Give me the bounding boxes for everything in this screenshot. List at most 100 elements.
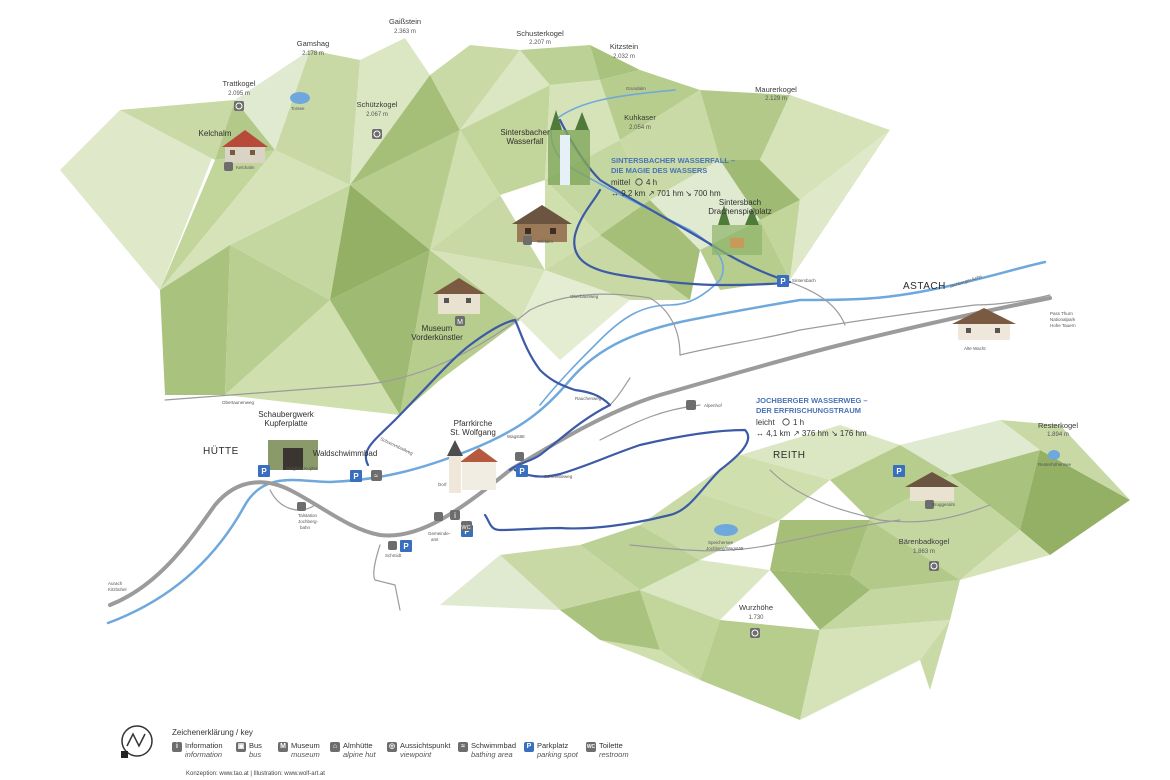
svg-text:P: P bbox=[353, 472, 359, 481]
legend-label-en: information bbox=[185, 750, 223, 759]
svg-text:WC: WC bbox=[461, 525, 470, 531]
wc-icon: WC bbox=[461, 521, 472, 531]
bus-icon bbox=[388, 541, 397, 550]
wagstaett-label: Wagstätt bbox=[507, 434, 525, 439]
northern-mountains bbox=[60, 38, 890, 415]
gemeindeamt-label: Gemeinde- bbox=[428, 531, 451, 536]
trail-waterfall-time: 4 h bbox=[646, 178, 657, 187]
trail-water-descent: ↘ 176 hm bbox=[831, 429, 867, 438]
torsee-label: Torsee bbox=[291, 106, 305, 111]
credit-text: Konzeption: www.tao.at | Illustration: w… bbox=[186, 771, 325, 777]
svg-text:P: P bbox=[896, 467, 902, 476]
oberbaunweg-label: Oberbaunweg bbox=[570, 294, 599, 299]
museum-illustration bbox=[433, 278, 485, 314]
parking-icon[interactable]: P bbox=[400, 540, 412, 552]
museum-label: Museum bbox=[422, 324, 453, 333]
resterhoehe-lake bbox=[1048, 450, 1060, 460]
peak-elev: 2.129 m bbox=[765, 96, 787, 102]
bus-icon bbox=[434, 512, 443, 521]
peak-name: Gamshag bbox=[297, 39, 330, 48]
trail-water-level: leicht bbox=[756, 418, 775, 427]
alpine-hut-icon bbox=[523, 236, 532, 245]
peak-name: Schützkogel bbox=[357, 100, 398, 109]
dorf-label: Dorf bbox=[438, 482, 447, 487]
obertaunenweg-label: Obertaunenweg bbox=[222, 400, 255, 405]
drachenspielplatz-label: Drachenspielplatz bbox=[708, 207, 772, 216]
swimming-icon: ≈ bbox=[371, 470, 382, 481]
svg-text:≈: ≈ bbox=[374, 473, 378, 480]
parking-icon: P bbox=[524, 742, 534, 752]
svg-text:P: P bbox=[403, 542, 409, 551]
parking-icon[interactable]: P bbox=[516, 465, 528, 477]
peak-elev: 2.207 m bbox=[529, 40, 551, 46]
jochberg-bahn-label: Jochberg- bbox=[298, 519, 319, 524]
peak-elev: 2.067 m bbox=[366, 112, 388, 118]
museum-icon: M bbox=[278, 742, 288, 752]
parking-icon[interactable]: P bbox=[777, 275, 789, 287]
swimming-icon: ≈ bbox=[458, 742, 468, 752]
reith-label: REITH bbox=[773, 450, 806, 461]
wasserfall-label: Wasserfall bbox=[506, 137, 543, 146]
info-icon: i bbox=[450, 510, 460, 520]
parking-icon[interactable]: P bbox=[350, 470, 362, 482]
kitzbuehel-label: Kitzbühel bbox=[108, 587, 127, 592]
schaubergwerk-label: Schaubergwerk bbox=[258, 410, 315, 419]
pass-thurn-label: Hohe Tauern bbox=[1050, 323, 1076, 328]
jochberg-bahn-label: Talstation bbox=[298, 513, 318, 518]
jochberg-bahn-label: bahn bbox=[300, 525, 311, 530]
peak-name: Kitzstein bbox=[610, 42, 638, 51]
trail-water-ascent: ↗ 376 hm bbox=[793, 429, 829, 438]
legend-label: Information bbox=[185, 741, 223, 750]
jochberger-ache-label: Jochberger Ache bbox=[949, 274, 983, 289]
kupferplatte-weg-label: Bergbau Kupfer bbox=[286, 466, 318, 471]
schaubergwerk-label: Kupferplatte bbox=[264, 419, 308, 428]
parking-icon[interactable]: P bbox=[893, 465, 905, 477]
svg-text:P: P bbox=[464, 527, 470, 536]
alte-wacht-illustration bbox=[952, 308, 1016, 340]
alte-wacht-label: Alte Wacht bbox=[964, 346, 986, 351]
svg-text:M: M bbox=[457, 319, 463, 326]
trail-waterfall bbox=[364, 318, 612, 472]
torsee-lake bbox=[290, 92, 310, 104]
bruggeralm-illustration bbox=[905, 472, 959, 501]
peak-elev: 1.730 bbox=[748, 615, 764, 621]
peak-elev: 2.363 m bbox=[394, 29, 416, 35]
trail-waterfall-upper bbox=[558, 118, 792, 287]
peak-name: Maurerkogel bbox=[755, 85, 797, 94]
pass-thurn-label: Pass Thurn bbox=[1050, 311, 1073, 316]
peak-name: Schusterkogel bbox=[516, 29, 564, 38]
waldschwimmbad-label: Waldschwimmbad bbox=[313, 449, 378, 458]
service-icons: M ≈ i WC bbox=[224, 101, 939, 638]
peak-elev: 2.095 m bbox=[228, 91, 250, 97]
pass-thurn-label: Nationalpark bbox=[1050, 317, 1076, 322]
kelchalm-hut-label: Kelchalm bbox=[236, 165, 255, 170]
parking-icon[interactable]: P bbox=[258, 465, 270, 477]
speichersee-label: Speichersee bbox=[708, 540, 734, 545]
trail-water-title: DER ERFRISCHUNGSTRAUM bbox=[756, 406, 861, 415]
trail-water-info: JOCHBERGER WASSERWEG – DER ERFRISCHUNGST… bbox=[756, 396, 868, 438]
bruggeralm-label: Bruggeralm bbox=[932, 502, 956, 507]
info-icon: i bbox=[172, 742, 182, 752]
kirche-label: Pfarrkirche bbox=[454, 419, 493, 428]
trail-water-time: 1 h bbox=[793, 418, 804, 427]
peak-name: Trattkogel bbox=[222, 79, 255, 88]
legend-title: Zeichenerklärung / key bbox=[172, 728, 253, 737]
bus-icon bbox=[297, 502, 306, 511]
church-illustration bbox=[447, 440, 498, 493]
gemeindeamt-label: amt bbox=[431, 537, 439, 542]
viewpoint-icon bbox=[234, 101, 244, 111]
peak-name: Gaißstein bbox=[389, 17, 421, 26]
viewpoint-icon bbox=[929, 561, 939, 571]
peak-elev: 2.178 m bbox=[302, 51, 324, 57]
bus-icon: ▣ bbox=[236, 742, 246, 752]
legend-label: Almhütte bbox=[343, 741, 373, 750]
trail-water-title: JOCHBERGER WASSERWEG – bbox=[756, 396, 868, 405]
trail-waterfall-info: SINTERSBACHER WASSERFALL – DIE MAGIE DES… bbox=[611, 156, 735, 198]
legend-label: Parkplatz bbox=[537, 741, 569, 750]
